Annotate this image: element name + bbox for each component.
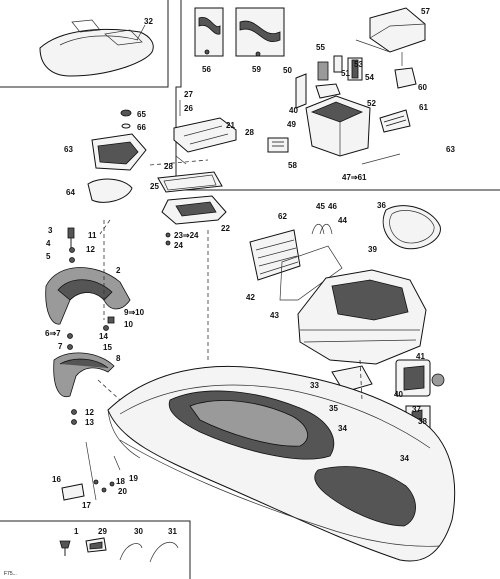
inset-frame-hardware bbox=[0, 520, 191, 579]
callout-c51: 51 bbox=[341, 69, 350, 78]
hardware-kit bbox=[59, 537, 179, 563]
callout-c28a: 28 bbox=[245, 128, 254, 137]
callout-c52: 52 bbox=[367, 99, 376, 108]
callout-c59: 59 bbox=[252, 65, 261, 74]
callout-c12b: 12 bbox=[85, 408, 94, 417]
callout-c11: 11 bbox=[88, 231, 97, 240]
callout-c3: 3 bbox=[48, 226, 53, 235]
cover-pad bbox=[355, 7, 426, 53]
grab-handle bbox=[45, 267, 131, 325]
callout-c40: 40 bbox=[289, 106, 298, 115]
callout-c63: 63 bbox=[446, 145, 455, 154]
inset-frame-storage bbox=[175, 0, 500, 191]
rear-hardware bbox=[61, 479, 115, 501]
callout-c37: 37 bbox=[412, 405, 421, 414]
callout-c26: 26 bbox=[184, 104, 193, 113]
hatch-seal-ring bbox=[382, 205, 441, 250]
callout-c4: 4 bbox=[46, 239, 51, 248]
callout-c57: 57 bbox=[421, 7, 430, 16]
strap-assembly bbox=[194, 7, 285, 57]
callout-c40b: 40 bbox=[394, 390, 403, 399]
callout-c15: 15 bbox=[103, 343, 112, 352]
callout-c1: 1 bbox=[74, 527, 79, 536]
callout-c55: 55 bbox=[316, 43, 325, 52]
leader-lines bbox=[85, 159, 363, 501]
callout-c34b: 34 bbox=[400, 454, 409, 463]
callout-c54: 54 bbox=[365, 73, 374, 82]
callout-c16: 16 bbox=[52, 475, 61, 484]
callout-c13: 13 bbox=[85, 418, 94, 427]
callout-c58: 58 bbox=[288, 161, 297, 170]
callout-c31: 31 bbox=[168, 527, 177, 536]
callout-c66: 66 bbox=[137, 123, 146, 132]
callout-c21: 21 bbox=[226, 121, 235, 130]
callout-c56: 56 bbox=[202, 65, 211, 74]
callout-c45: 45 bbox=[316, 202, 325, 211]
callout-c12a: 12 bbox=[86, 245, 95, 254]
callout-c10: 10 bbox=[124, 320, 133, 329]
callout-c61: 61 bbox=[419, 103, 428, 112]
callout-c14: 14 bbox=[99, 332, 108, 341]
callout-c27: 27 bbox=[184, 90, 193, 99]
callout-c53: 53 bbox=[354, 60, 363, 69]
callout-c39: 39 bbox=[368, 245, 377, 254]
callout-c47-61: 47⇒61 bbox=[342, 173, 367, 182]
callout-c8: 8 bbox=[116, 354, 121, 363]
callout-c65: 65 bbox=[137, 110, 146, 119]
callout-c6-7: 6⇒7 bbox=[45, 329, 61, 338]
callout-c36: 36 bbox=[377, 201, 386, 210]
callout-c50: 50 bbox=[283, 66, 292, 75]
bracket bbox=[173, 100, 237, 165]
callout-c29: 29 bbox=[98, 527, 107, 536]
callout-c7: 7 bbox=[58, 342, 63, 351]
rear-handle bbox=[53, 352, 115, 398]
callout-c2: 2 bbox=[116, 266, 121, 275]
callout-c17: 17 bbox=[82, 501, 91, 510]
inset-frame-hull bbox=[0, 0, 169, 88]
fasteners-left bbox=[67, 227, 115, 425]
frames bbox=[157, 171, 227, 246]
callout-c60: 60 bbox=[418, 83, 427, 92]
callout-c25: 25 bbox=[150, 182, 159, 191]
callout-c44: 44 bbox=[338, 216, 347, 225]
callout-c32: 32 bbox=[144, 17, 153, 26]
air-vent-cover bbox=[249, 223, 343, 301]
callout-c24: 24 bbox=[174, 241, 183, 250]
callout-c64: 64 bbox=[66, 188, 75, 197]
bin-accessories bbox=[267, 109, 411, 165]
callout-c63b: 63 bbox=[64, 145, 73, 154]
callout-c20: 20 bbox=[118, 487, 127, 496]
callout-c38: 38 bbox=[418, 417, 427, 426]
callout-c41: 41 bbox=[416, 352, 425, 361]
callout-c62: 62 bbox=[278, 212, 287, 221]
callout-c23-24: 23⇒24 bbox=[174, 231, 199, 240]
callout-c35: 35 bbox=[329, 404, 338, 413]
callout-c49: 49 bbox=[287, 120, 296, 129]
callout-c30: 30 bbox=[134, 527, 143, 536]
callout-c42: 42 bbox=[246, 293, 255, 302]
cap-washer bbox=[120, 109, 132, 129]
callout-c22: 22 bbox=[221, 224, 230, 233]
storage-bin bbox=[295, 73, 371, 157]
callout-c5: 5 bbox=[46, 252, 51, 261]
watercraft-silhouette bbox=[39, 19, 154, 77]
main-hull bbox=[107, 365, 456, 562]
storage-tub bbox=[297, 269, 427, 365]
callout-c34a: 34 bbox=[338, 424, 347, 433]
callout-c33: 33 bbox=[310, 381, 319, 390]
callout-c28b: 28 bbox=[164, 162, 173, 171]
cup-holder-parts bbox=[317, 52, 417, 89]
callout-c18: 18 bbox=[116, 477, 125, 486]
callout-c46: 46 bbox=[328, 202, 337, 211]
callout-c9-10: 9⇒10 bbox=[124, 308, 145, 317]
callout-c19: 19 bbox=[129, 474, 138, 483]
figure-code: F75... bbox=[4, 571, 17, 577]
glove-box bbox=[87, 133, 147, 203]
callout-c43: 43 bbox=[270, 311, 279, 320]
